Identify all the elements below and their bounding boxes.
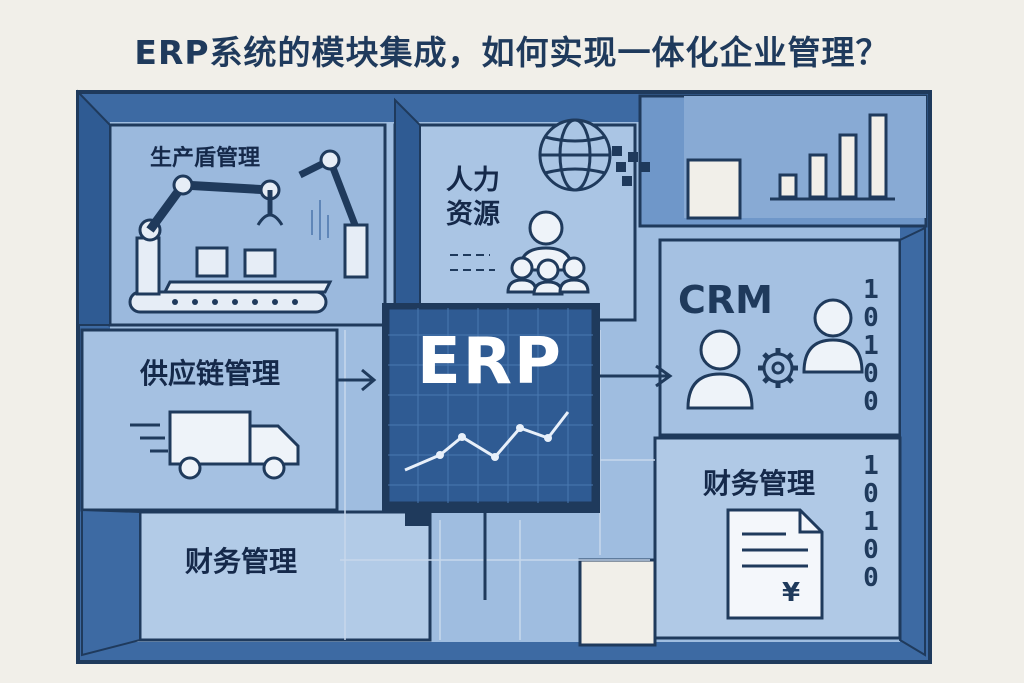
- window: [686, 158, 742, 220]
- hr-label-line2: 资源: [446, 199, 500, 230]
- dash-lines: [450, 254, 495, 271]
- gear-icon: [758, 348, 798, 388]
- binary-digits-upper: 10100: [863, 275, 879, 417]
- invoice-document-icon: [726, 508, 824, 620]
- arrows: [338, 364, 673, 392]
- yen-symbol: ¥: [782, 578, 801, 608]
- page-title: ERP系统的模块集成，如何实现一体化企业管理？: [134, 33, 890, 72]
- hr-label-line1: 人力: [446, 165, 500, 196]
- floor-gap: [578, 558, 657, 647]
- truck-icon: [168, 410, 300, 480]
- supply-chain-label: 供应链管理: [140, 357, 281, 390]
- user-icon-2: [802, 298, 864, 374]
- erp-label: ERP: [417, 325, 563, 399]
- erp-board: [382, 303, 600, 526]
- motion-lines: [311, 200, 329, 240]
- team-icon: [506, 210, 590, 296]
- user-icon: [686, 329, 754, 410]
- arrow-supply-to-erp: [338, 368, 377, 392]
- room-finance-left: [81, 508, 432, 657]
- robot-arm-icon: [128, 149, 369, 314]
- globe-icon: [538, 118, 612, 192]
- pixel-icon: [612, 146, 650, 186]
- speed-lines: [130, 423, 168, 453]
- crm-label: CRM: [678, 278, 773, 322]
- production-management-label: 生产盾管理: [150, 146, 261, 171]
- binary-digits-lower: 10100: [863, 451, 879, 593]
- bar-chart-icon: [770, 113, 895, 201]
- arrow-erp-to-crm: [600, 364, 673, 388]
- finance-right-label: 财务管理: [703, 467, 816, 500]
- finance-left-label: 财务管理: [185, 545, 298, 578]
